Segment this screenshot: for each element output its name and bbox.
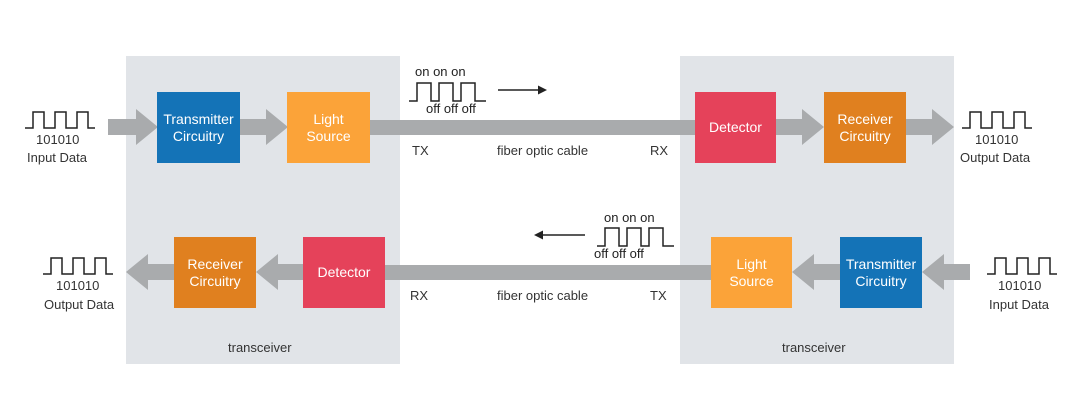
- bottom-rx-label: RX: [410, 288, 429, 303]
- top-input-label: Input Data: [27, 150, 87, 165]
- square-wave-icon: [43, 257, 113, 275]
- top-output-label: Output Data: [960, 150, 1031, 165]
- bottom-tx-label: TX: [650, 288, 667, 303]
- fiber-cable-top: [370, 120, 696, 135]
- top-signal-on: on on on: [415, 64, 466, 79]
- bottom-signal-off: off off off: [594, 246, 644, 261]
- arrow-detector-to-receiver-bottom: [256, 254, 304, 290]
- arrow-detector-to-receiver: [776, 109, 824, 145]
- square-wave-icon: [987, 257, 1057, 275]
- square-wave-icon: [409, 82, 486, 102]
- bottom-signal-on: on on on: [604, 210, 655, 225]
- top-input-bits: 101010: [36, 132, 80, 147]
- arrow-transmitter-to-light-source-bottom: [792, 254, 840, 290]
- arrow-receiver-to-output: [906, 109, 954, 145]
- fiber-cable-bottom: [384, 265, 712, 280]
- square-wave-icon: [597, 227, 674, 247]
- arrow-receiver-to-output-bottom: [126, 254, 174, 290]
- arrow-input-to-transmitter-bottom: [922, 254, 970, 290]
- bottom-output-bits: 101010: [56, 278, 100, 293]
- top-tx-label: TX: [412, 143, 429, 158]
- arrow-input-to-transmitter: [108, 109, 158, 145]
- transceiver-label-left: transceiver: [228, 340, 292, 355]
- bottom-cable-label: fiber optic cable: [497, 288, 589, 303]
- top-cable-label: fiber optic cable: [497, 143, 589, 158]
- transceiver-label-right: transceiver: [782, 340, 846, 355]
- top-rx-label: RX: [650, 143, 669, 158]
- bottom-detector: Detector: [303, 237, 385, 308]
- top-output-bits: 101010: [975, 132, 1019, 147]
- bottom-input-label: Input Data: [989, 297, 1049, 312]
- square-wave-icon: [962, 111, 1032, 129]
- bottom-input-bits: 101010: [998, 278, 1042, 293]
- top-signal-off: off off off: [426, 101, 476, 116]
- bottom-output-label: Output Data: [44, 297, 115, 312]
- top-detector: Detector: [695, 92, 776, 163]
- arrow-transmitter-to-light-source: [240, 109, 288, 145]
- square-wave-icon: [25, 111, 95, 129]
